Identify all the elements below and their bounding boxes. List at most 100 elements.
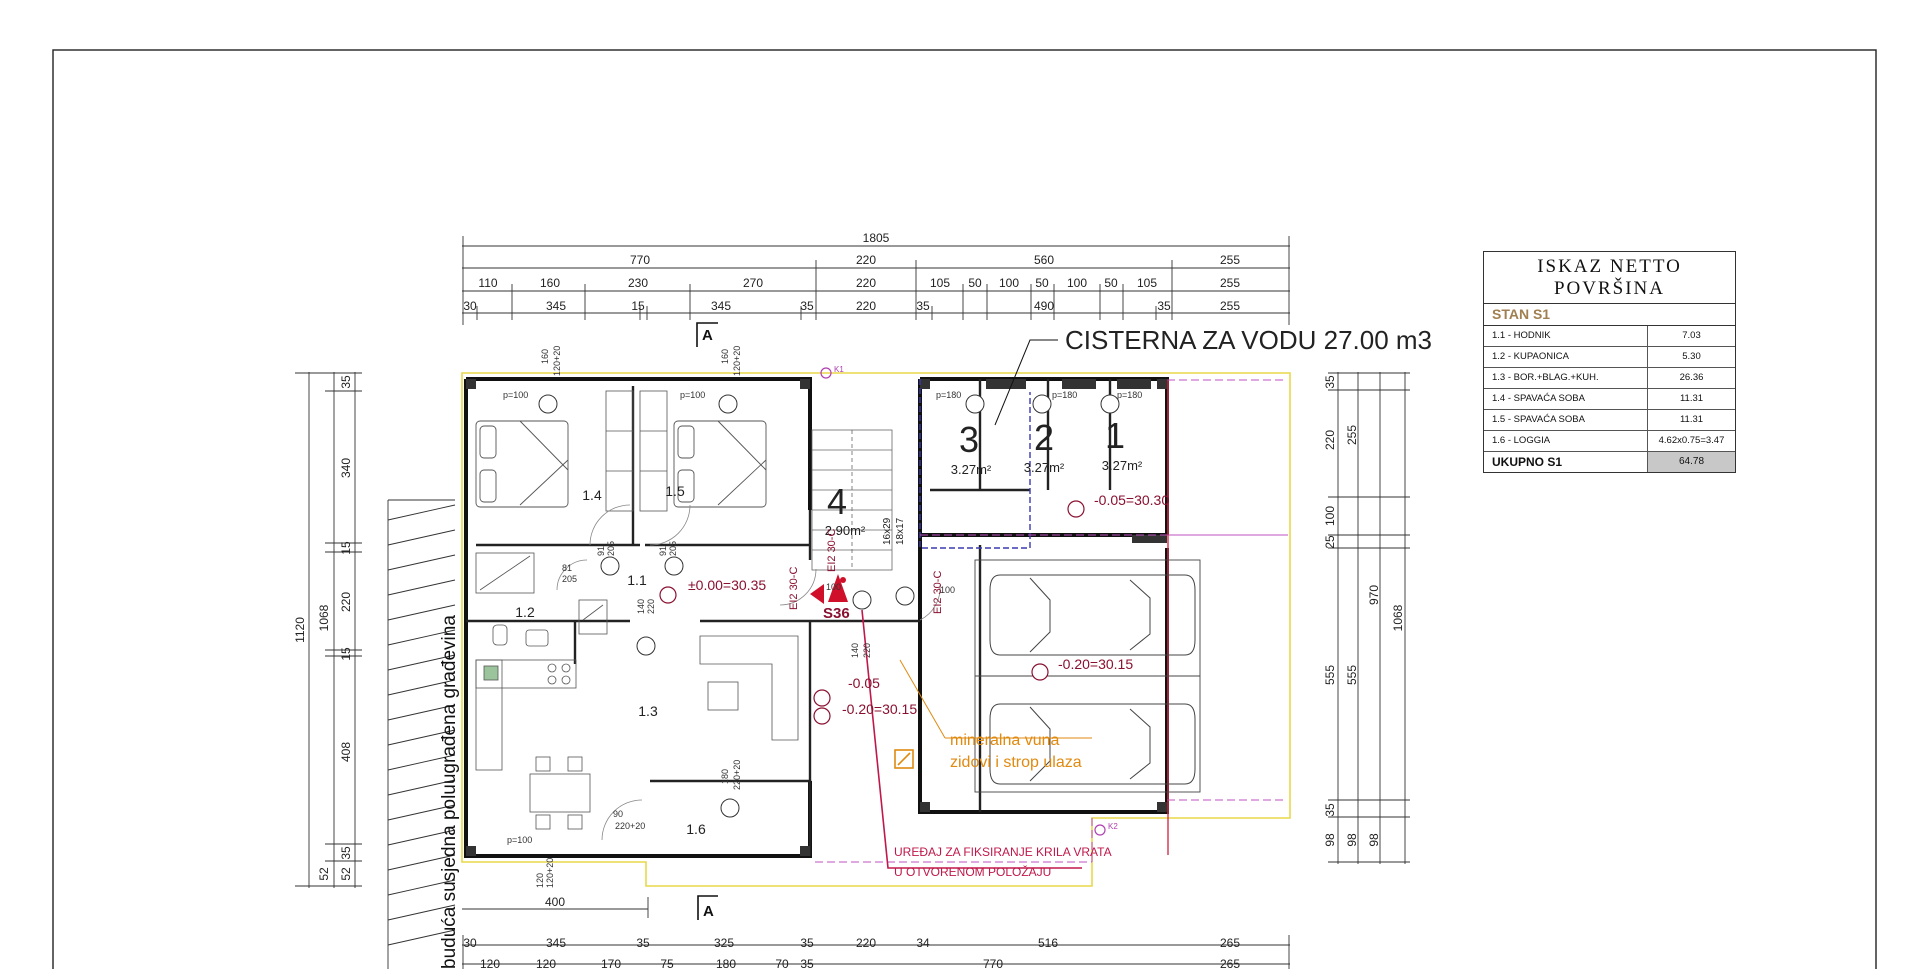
door-code-right: EI2 30-C — [932, 571, 944, 614]
car-lower — [989, 703, 1196, 785]
dim-left-alt: 52 — [317, 867, 331, 881]
dim-bottom-r2: 35 — [800, 957, 814, 969]
dim-top-r2: 105 — [1137, 276, 1157, 290]
window-label: p=100 — [507, 835, 532, 845]
dim-right-part: 35 — [1323, 803, 1337, 817]
elevation-entry: -0.20=30.15 — [842, 701, 917, 717]
dim-top-r2: 220 — [856, 276, 876, 290]
dim-right-overall: 1068 — [1391, 604, 1405, 631]
row-value: 11.31 — [1679, 414, 1704, 425]
wardrobe-1-4 — [605, 390, 634, 512]
elevation-step: -0.05 — [848, 675, 880, 691]
row-value: 26.36 — [1679, 372, 1704, 383]
total-label: UKUPNO S1 — [1484, 452, 1648, 472]
dim-bottom-r2: 265 — [1220, 957, 1240, 969]
dim-top-r3: 15 — [631, 299, 645, 313]
dim-left-overall: 1120 — [293, 617, 307, 643]
door-label: 140 — [636, 599, 646, 614]
right-dimension-chains — [1328, 372, 1410, 864]
row-value: 7.03 — [1682, 330, 1701, 341]
window-label: 120+20 — [552, 346, 562, 376]
row-label: 1.2 - KUPAONICA — [1484, 347, 1648, 367]
entrance-arrow — [810, 574, 1082, 869]
dim-right-part: 555 — [1345, 665, 1359, 685]
dim-top-r3: 345 — [711, 299, 731, 313]
wardrobe-1-5 — [639, 390, 668, 512]
door-label: 205 — [606, 541, 616, 556]
dim-left-part: 340 — [339, 458, 353, 478]
dim-right-part: 98 — [1345, 833, 1359, 847]
dim-top-r2: 105 — [930, 276, 950, 290]
elevation-storage: -0.05=30.30 — [1094, 492, 1169, 508]
storage-area-1: 3.27m² — [1102, 458, 1143, 473]
level-markers — [659, 500, 1085, 725]
storage-area-2: 3.27m² — [1024, 460, 1065, 475]
dim-bottom-r1: 35 — [636, 936, 650, 950]
columns — [466, 379, 1167, 856]
table-row: 1.3 - BOR.+BLAG.+KUH. 26.36 — [1484, 368, 1735, 389]
dim-bottom-r1: 265 — [1220, 936, 1240, 950]
dim-top-r3: 35 — [1157, 299, 1171, 313]
dim-bottom-r2: 75 — [660, 957, 674, 969]
window-label: 160 — [720, 349, 730, 364]
dining-table — [529, 756, 591, 830]
marker-k2-icon — [1094, 824, 1106, 836]
table-row: 1.1 - HODNIK 7.03 — [1484, 326, 1735, 347]
storage-number-4: 4 — [827, 481, 847, 522]
marker-k1-icon — [820, 367, 832, 379]
section-marker-bottom: A — [697, 895, 718, 920]
sheet-frame — [52, 49, 1877, 969]
dim-top-r2: 160 — [540, 276, 560, 290]
dim-left-part: 52 — [339, 867, 353, 881]
window-label: 120 — [535, 873, 545, 888]
door-label: 140 — [850, 643, 860, 658]
door-label: 220 — [862, 643, 872, 658]
bottom-dimension-chains — [462, 897, 1290, 969]
window-label: p=180 — [1117, 390, 1142, 400]
dim-bottom-r2: 70 — [775, 957, 789, 969]
dim-right-part: 98 — [1323, 833, 1337, 847]
dim-left-part: 220 — [339, 592, 353, 612]
door-label: 91 — [658, 546, 668, 556]
row-value: 5.30 — [1682, 351, 1701, 362]
dim-top-overall: 1805 — [863, 231, 890, 245]
neighbor-building-label: buduća susjedna poluugrađena građevina — [439, 615, 460, 969]
top-dimension-chains — [462, 236, 1290, 325]
dim-right-part: 100 — [1323, 506, 1337, 526]
storage-area-4: 2.90m² — [825, 523, 866, 538]
left-dimension-chains — [295, 372, 362, 888]
dim-left-part: 15 — [339, 647, 353, 661]
sofa — [699, 635, 799, 741]
site-outline — [461, 372, 1291, 887]
kitchen-counter — [475, 659, 577, 771]
dim-top-r2: 50 — [1104, 276, 1118, 290]
bathroom-fixtures — [475, 552, 608, 647]
row-label: 1.1 - HODNIK — [1484, 326, 1648, 346]
dim-top-r2: 50 — [1035, 276, 1049, 290]
bed-room-1-5 — [673, 420, 767, 508]
table-title-line1: ISKAZ NETTO — [1537, 256, 1682, 277]
dim-bottom-r1: 345 — [546, 936, 566, 950]
mineral-wool-label-2: zidovi i strop ulaza — [950, 754, 1082, 771]
dim-bottom-r1: 34 — [916, 936, 930, 950]
dim-right-970: 970 — [1367, 585, 1381, 605]
dim-left-part: 408 — [339, 742, 353, 762]
door-code-left: EI2 30-C — [788, 567, 800, 610]
setback-lines — [815, 379, 1290, 863]
dim-top-r2: 230 — [628, 276, 648, 290]
table-row: 1.5 - SPAVAĆA SOBA 11.31 — [1484, 410, 1735, 431]
window-label: p=180 — [1052, 390, 1077, 400]
dim-top-r3: 35 — [800, 299, 814, 313]
window-label: p=180 — [936, 390, 961, 400]
room-label-1-1: 1.1 — [627, 572, 647, 588]
storage-area-3: 3.27m² — [951, 462, 992, 477]
stair-note-a: 16x29 — [882, 517, 893, 545]
stair — [811, 429, 893, 571]
room-label-1-4: 1.4 — [582, 487, 602, 503]
table-subtitle: STAN S1 — [1484, 304, 1735, 326]
storage-outline — [919, 379, 1031, 549]
door-label: 100 — [940, 585, 955, 595]
mineral-wool-label-1: mineralna vuna — [950, 732, 1060, 749]
bed-room-1-4 — [475, 420, 569, 508]
